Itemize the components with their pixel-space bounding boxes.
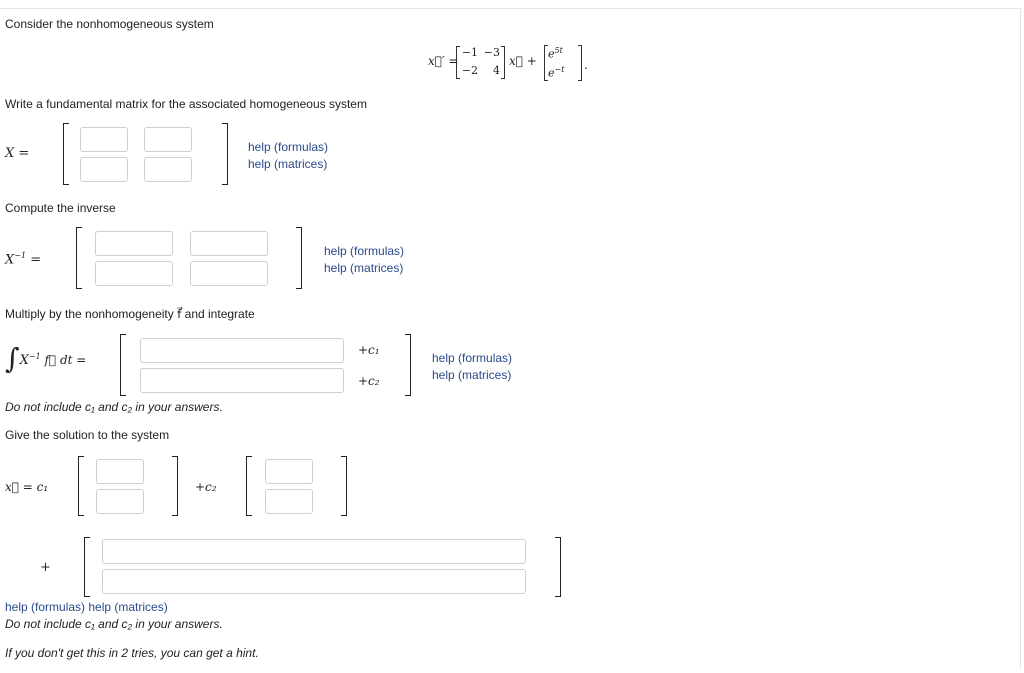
matrix-a-cell: −2: [461, 64, 478, 77]
fundamental-matrix-input-12[interactable]: [144, 127, 192, 152]
help-matrices-link[interactable]: help (matrices): [248, 157, 328, 171]
solution-vector2-input-2[interactable]: [265, 489, 313, 514]
vector-left-bracket: [84, 537, 90, 597]
vector-right-bracket: [172, 456, 178, 516]
integral-input-1[interactable]: [140, 338, 344, 363]
solution-vector1-input-1[interactable]: [96, 459, 144, 484]
matrix-a-cell: −3: [483, 46, 500, 59]
solution-prompt: Give the solution to the system: [5, 428, 170, 442]
vector-f-right-bracket: [578, 45, 582, 81]
system-equation: x⃗′ = −1 −3 −2 4 x⃗ + e5t e−t .: [428, 44, 598, 84]
matrix-right-bracket: [405, 334, 411, 396]
fundamental-matrix-input-11[interactable]: [80, 127, 128, 152]
matrix-a-cell: −1: [461, 46, 478, 59]
plus-sign: +: [40, 560, 51, 575]
inverse-input-21[interactable]: [95, 261, 173, 286]
plus-c2-label: +c₂: [358, 374, 380, 388]
fundamental-matrix-prompt: Write a fundamental matrix for the assoc…: [5, 97, 367, 111]
plus-c1-label: +c₁: [358, 343, 380, 357]
help-matrices-link[interactable]: help (matrices): [432, 368, 512, 382]
matrix-left-bracket: [76, 227, 82, 289]
hint-text: If you don't get this in 2 tries, you ca…: [5, 646, 259, 660]
particular-input-2[interactable]: [102, 569, 526, 594]
inverse-input-12[interactable]: [190, 231, 268, 256]
help-formulas-link[interactable]: help (formulas): [248, 140, 329, 154]
matrix-a-right-bracket: [501, 46, 505, 79]
matrix-a-cell: 4: [493, 64, 500, 77]
vector-f-entry: e5t: [548, 46, 563, 61]
inverse-prompt: Compute the inverse: [5, 201, 116, 215]
solution-vector2-input-1[interactable]: [265, 459, 313, 484]
vector-right-bracket: [341, 456, 347, 516]
help-matrices-link[interactable]: help (matrices): [324, 261, 404, 275]
particular-input-1[interactable]: [102, 539, 526, 564]
solution-vector1-input-2[interactable]: [96, 489, 144, 514]
system-end: .: [584, 58, 588, 72]
matrix-right-bracket: [296, 227, 302, 289]
vector-left-bracket: [246, 456, 252, 516]
matrix-left-bracket: [63, 123, 69, 185]
vector-f-left-bracket: [544, 45, 548, 81]
fundamental-matrix-input-22[interactable]: [144, 157, 192, 182]
integrate-prompt: Multiply by the nonhomogeneity f⃗ and in…: [5, 307, 255, 321]
matrix-left-bracket: [120, 334, 126, 396]
x-inverse-label: X−1 =: [5, 251, 42, 268]
matrix-right-bracket: [222, 123, 228, 185]
help-links-line[interactable]: help (formulas) help (matrices): [5, 600, 168, 614]
exclude-constants-note: Do not include c₁ and c₂ in your answers…: [5, 617, 223, 631]
fundamental-matrix-input-21[interactable]: [80, 157, 128, 182]
x-label: X =: [5, 146, 30, 161]
intro-text: Consider the nonhomogeneous system: [5, 17, 214, 31]
integral-input-2[interactable]: [140, 368, 344, 393]
matrix-a-left-bracket: [456, 46, 460, 79]
solution-lhs: x⃗ = c₁: [5, 480, 49, 494]
exclude-constants-note: Do not include c₁ and c₂ in your answers…: [5, 400, 223, 414]
help-formulas-link[interactable]: help (formulas): [324, 244, 405, 258]
inverse-input-22[interactable]: [190, 261, 268, 286]
plus-c2-label: +c₂: [195, 480, 217, 494]
problem-frame: [0, 8, 1021, 669]
vector-left-bracket: [78, 456, 84, 516]
integral-label: ∫X−1 f⃗ dt =: [5, 342, 87, 375]
inverse-input-11[interactable]: [95, 231, 173, 256]
system-lhs: x⃗′ =: [428, 54, 459, 68]
vector-f-entry: e−t: [548, 65, 565, 80]
vector-right-bracket: [555, 537, 561, 597]
system-mid: x⃗ +: [509, 54, 537, 68]
help-formulas-link[interactable]: help (formulas): [432, 351, 513, 365]
